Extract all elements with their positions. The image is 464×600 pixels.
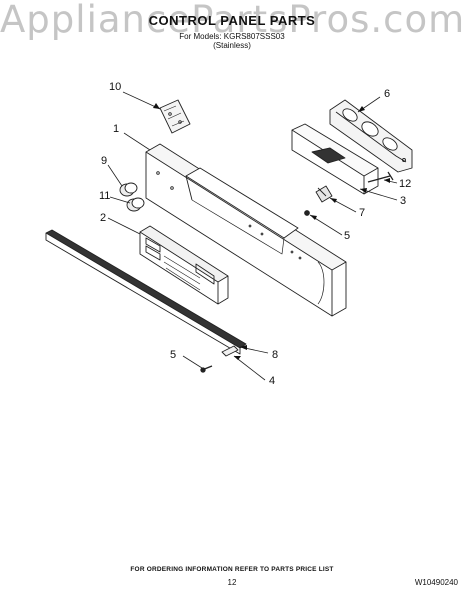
- callout-10: 10: [109, 81, 121, 93]
- page-title: CONTROL PANEL PARTS: [148, 13, 316, 28]
- part-5-screw-upper: [304, 210, 310, 216]
- callout-numbers: 10 6 1 9 11 2 12 3 7 5 8 5 4: [99, 81, 411, 387]
- part-5-screw-lower: [200, 365, 213, 373]
- part-12-screw: [367, 171, 394, 183]
- leader-arrowheads: [153, 103, 390, 360]
- callout-5-upper: 5: [344, 230, 350, 242]
- finish-line: (Stainless): [213, 41, 251, 50]
- callout-12: 12: [399, 178, 411, 190]
- callout-8: 8: [272, 349, 278, 361]
- part-7-clip: [315, 185, 333, 203]
- callout-1: 1: [113, 123, 119, 135]
- callout-2: 2: [100, 212, 106, 224]
- part-10-bracket: [159, 99, 191, 134]
- callout-4: 4: [269, 375, 275, 387]
- part-9-knob: [119, 182, 138, 197]
- callout-3: 3: [400, 195, 406, 207]
- part-2-control-keypad: [139, 225, 229, 305]
- watermark: AppliancePartsPros.com: [0, 0, 464, 41]
- callout-9: 9: [101, 155, 107, 167]
- part-6-mounting-bracket: [329, 99, 413, 173]
- callout-7: 7: [359, 207, 365, 219]
- part-11-knob: [126, 197, 145, 212]
- callout-11: 11: [99, 190, 110, 202]
- ordering-note: FOR ORDERING INFORMATION REFER TO PARTS …: [130, 566, 334, 573]
- document-code: W10490240: [414, 578, 458, 587]
- part-4-trim-bracket: [221, 345, 239, 357]
- callout-5-lower: 5: [170, 349, 176, 361]
- part-1-console-panel: [145, 143, 347, 317]
- callout-6: 6: [384, 88, 390, 100]
- models-line: For Models: KGRS807SSS03: [179, 32, 285, 41]
- page-number: 12: [227, 578, 237, 587]
- part-8-trim-strip: [45, 229, 247, 355]
